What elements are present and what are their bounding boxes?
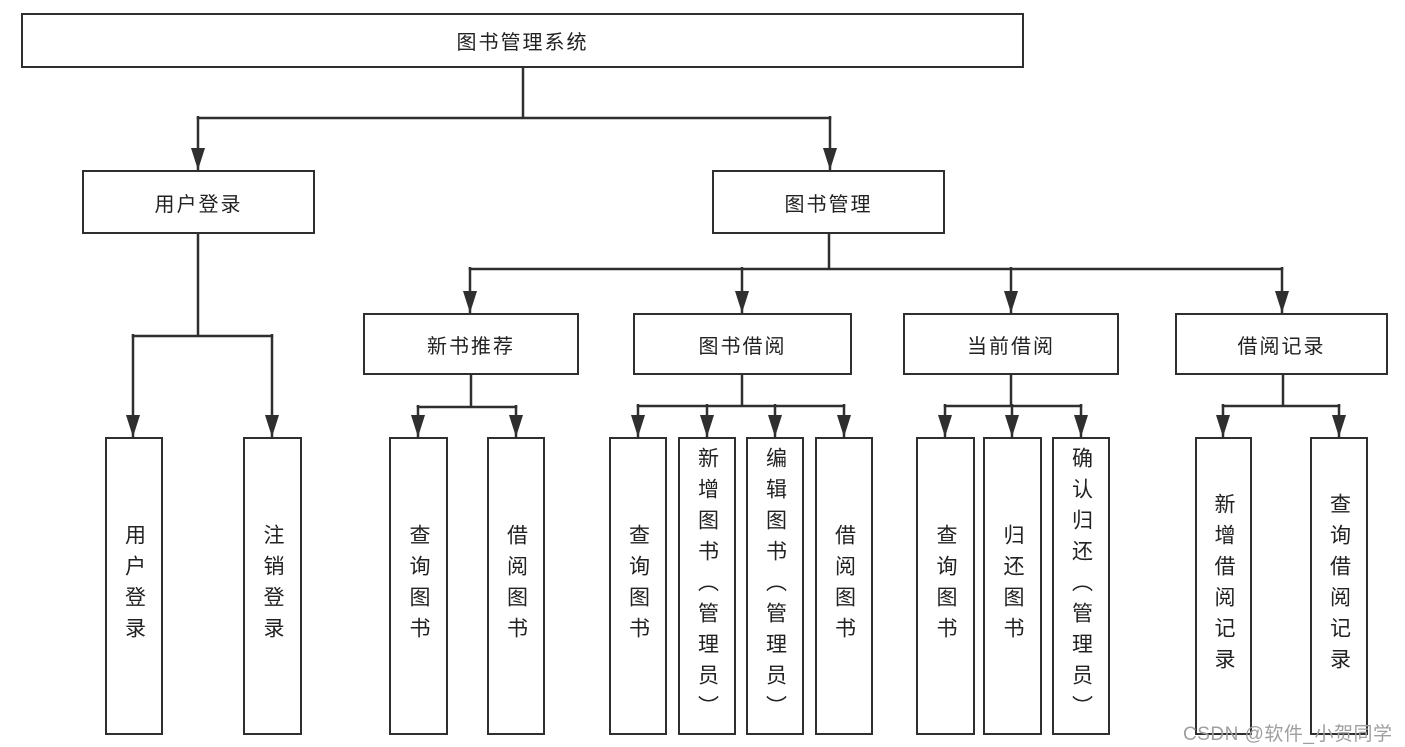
leaf-recommend-query-book: 查询图书 — [389, 437, 448, 735]
connector-group-current-borrowing — [938, 375, 1088, 437]
leaf-recommend-borrow-book-label: 借阅图书 — [504, 524, 528, 648]
node-new-book-recommend-label: 新书推荐 — [427, 335, 515, 358]
node-book-borrowing: 图书借阅 — [633, 313, 852, 375]
leaf-borrowing-query-book: 查询图书 — [609, 437, 667, 735]
leaf-current-query-book-label: 查询图书 — [934, 524, 957, 648]
leaf-logout-label: 注销登录 — [261, 524, 284, 648]
node-root-label: 图书管理系统 — [456, 32, 589, 54]
watermark: CSDN @软件_小贺同学 — [1183, 724, 1393, 745]
leaf-recommend-borrow-book: 借阅图书 — [487, 437, 545, 735]
leaf-records-query-record: 查询借阅记录 — [1310, 437, 1368, 735]
connector-group-user-login — [126, 234, 279, 437]
leaf-recommend-query-book-label: 查询图书 — [407, 524, 430, 648]
connector-group-book-management — [463, 234, 1289, 313]
node-current-borrowing: 当前借阅 — [903, 313, 1119, 375]
node-user-login-label: 用户登录 — [154, 193, 243, 216]
leaf-borrowing-add-book-label: 新增图书（管理员） — [695, 446, 719, 726]
leaf-current-confirm-return-label: 确认归还（管理员） — [1069, 446, 1093, 726]
leaf-borrowing-edit-book: 编辑图书（管理员） — [746, 437, 804, 735]
leaf-current-return-book-label: 归还图书 — [1001, 524, 1024, 648]
connector-group-root — [191, 68, 837, 170]
node-borrowing-records-label: 借阅记录 — [1237, 335, 1326, 358]
connector-group-book-borrowing — [631, 375, 851, 437]
leaf-records-add-record: 新增借阅记录 — [1195, 437, 1252, 735]
leaf-current-confirm-return: 确认归还（管理员） — [1052, 437, 1110, 735]
connector-group-new-book-recommend — [411, 375, 523, 437]
node-borrowing-records: 借阅记录 — [1175, 313, 1388, 375]
node-user-login: 用户登录 — [82, 170, 315, 234]
node-book-management-label: 图书管理 — [784, 193, 873, 216]
leaf-current-query-book: 查询图书 — [916, 437, 975, 735]
leaf-user-login-label: 用户登录 — [122, 524, 146, 648]
node-book-management: 图书管理 — [712, 170, 945, 234]
leaf-borrowing-borrow-book: 借阅图书 — [815, 437, 873, 735]
leaf-current-return-book: 归还图书 — [983, 437, 1042, 735]
leaf-user-login: 用户登录 — [105, 437, 163, 735]
leaf-logout: 注销登录 — [243, 437, 302, 735]
leaf-records-query-record-label: 查询借阅记录 — [1327, 493, 1351, 679]
leaf-borrowing-borrow-book-label: 借阅图书 — [832, 524, 856, 648]
leaf-borrowing-edit-book-label: 编辑图书（管理员） — [763, 446, 787, 726]
node-new-book-recommend: 新书推荐 — [363, 313, 579, 375]
leaf-records-add-record-label: 新增借阅记录 — [1212, 493, 1235, 679]
node-current-borrowing-label: 当前借阅 — [967, 335, 1055, 358]
node-book-borrowing-label: 图书借阅 — [698, 335, 787, 358]
connector-group-borrowing-records — [1216, 375, 1346, 437]
node-root: 图书管理系统 — [21, 13, 1024, 68]
leaf-borrowing-query-book-label: 查询图书 — [626, 524, 650, 648]
leaf-borrowing-add-book: 新增图书（管理员） — [678, 437, 736, 735]
